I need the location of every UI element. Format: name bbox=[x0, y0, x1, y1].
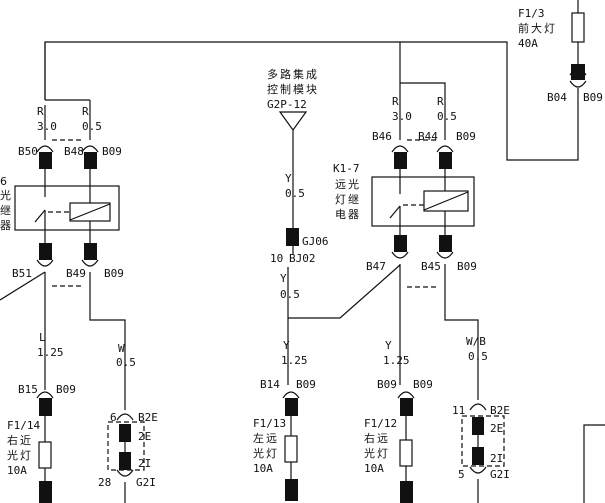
b2e1-inner2: 2I bbox=[138, 457, 151, 470]
wire-y2-color: Y bbox=[385, 339, 392, 352]
bcm-wire-gauge: 0.5 bbox=[285, 187, 305, 200]
fuse-f1-13: B14 B09 F1/13 左远 光灯 10A bbox=[253, 378, 316, 501]
fuse1-rating: 10A bbox=[7, 464, 27, 477]
conn-gj06: GJ06 bbox=[302, 235, 329, 248]
fuse2-name-1: 左远 bbox=[253, 432, 279, 445]
wire-y2-gauge: 1.25 bbox=[383, 354, 410, 367]
b2e1-inner1: 2E bbox=[138, 430, 151, 443]
b2e1-top-num: 6 bbox=[110, 411, 117, 424]
wire-left-r-gauge: 3.0 bbox=[37, 120, 57, 133]
b2e2-bottom: G2I bbox=[490, 468, 510, 481]
b2e2-top: B2E bbox=[490, 404, 510, 417]
pin-b49: B49 bbox=[66, 267, 86, 280]
wire-right-r-gauge: 3.0 bbox=[392, 110, 412, 123]
wire-y1-gauge: 1.25 bbox=[281, 354, 308, 367]
pin-b48: B48 bbox=[64, 145, 84, 158]
pin-b09: B09 bbox=[583, 91, 603, 104]
fuse2-rating: 10A bbox=[253, 462, 273, 475]
bcm-pin: G2P-12 bbox=[267, 98, 307, 111]
wire-l-color: L bbox=[39, 331, 46, 344]
bcm-wire2-gauge: 0.5 bbox=[280, 288, 300, 301]
relay-right-name-3: 电器 bbox=[335, 208, 361, 221]
pin-b09-right-bot: B09 bbox=[457, 260, 477, 273]
b2e2-inner1: 2E bbox=[490, 422, 503, 435]
relay-left-label-2: 光 bbox=[0, 188, 13, 202]
wire-right-r2-gauge: 0.5 bbox=[437, 110, 457, 123]
fuse-f1-14: B15 B09 F1/14 右近 光灯 10A bbox=[7, 335, 76, 503]
fuse2-name-2: 光灯 bbox=[253, 446, 279, 460]
fuse2-pin-b: B09 bbox=[296, 378, 316, 391]
wire-wb-color: W/B bbox=[466, 335, 486, 348]
fuse3-rating: 10A bbox=[364, 462, 384, 475]
connector-b2e-left: 6 B2E 2E 2I 28 G2I bbox=[98, 385, 158, 503]
edge-frame bbox=[583, 424, 605, 503]
pin-b09-left-bot: B09 bbox=[104, 267, 124, 280]
pin-b44: B44 bbox=[418, 130, 438, 143]
wire-left-r2-color: R bbox=[82, 105, 89, 118]
b2e2-bottom-num: 5 bbox=[458, 468, 465, 481]
relay-right: R 3.0 R 0.5 B46 B44 B09 K1-7 远光 灯继 电器 B4… bbox=[333, 42, 479, 400]
wire-left-r2-gauge: 0.5 bbox=[82, 120, 102, 133]
b2e2-top-num: 11 bbox=[452, 404, 465, 417]
bcm-line1: 多路集成 bbox=[267, 67, 319, 81]
fuse2-id: F1/13 bbox=[253, 417, 286, 430]
wire-w-gauge: 0.5 bbox=[116, 356, 136, 369]
relay-left-label-4: 器 bbox=[0, 219, 13, 232]
fuse3-name-2: 光灯 bbox=[364, 446, 390, 460]
relay-right-name-2: 灯继 bbox=[335, 193, 361, 206]
b2e1-top: B2E bbox=[138, 411, 158, 424]
relay-right-name-1: 远光 bbox=[335, 177, 361, 191]
bcm-line2: 控制模块 bbox=[267, 82, 319, 96]
lower-wire-labels: L 1.25 W 0.5 Y 1.25 Y 1.25 W/B 0.5 bbox=[37, 331, 488, 369]
fuse3-pin-a: B09 bbox=[377, 378, 397, 391]
wire-w-color: W bbox=[118, 342, 125, 355]
fuse3-name-1: 右远 bbox=[364, 431, 390, 445]
conn-10: 10 bbox=[270, 252, 283, 265]
bcm-wire2-color: Y bbox=[280, 272, 287, 285]
fuse1-pin-b: B09 bbox=[56, 383, 76, 396]
pin-b45: B45 bbox=[421, 260, 441, 273]
wire-wb-gauge: 0.5 bbox=[468, 350, 488, 363]
fuse1-name-1: 右近 bbox=[7, 433, 33, 447]
wire-l-gauge: 1.25 bbox=[37, 346, 64, 359]
relay-left-label-1: 6 bbox=[0, 175, 9, 188]
pin-b09-right-top: B09 bbox=[456, 130, 476, 143]
fuse1-id: F1/14 bbox=[7, 419, 40, 432]
fuse-headlamp-id: F1/3 bbox=[518, 7, 545, 20]
relay-left-label-3: 继 bbox=[0, 204, 13, 217]
connector-b2e-right: 11 B2E 2E 2I 5 G2I bbox=[452, 403, 510, 503]
relay-left: R 3.0 R 0.5 B50 B48 B09 6 光 继 器 B51 B49 … bbox=[0, 42, 126, 385]
fuse3-pin-b: B09 bbox=[413, 378, 433, 391]
b2e1-bottom-num: 28 bbox=[98, 476, 111, 489]
relay-right-id: K1-7 bbox=[333, 162, 360, 175]
fuse2-pin-a: B14 bbox=[260, 378, 280, 391]
fuse-headlamp-name: 前大灯 bbox=[518, 21, 557, 35]
wire-right-r-color: R bbox=[392, 95, 399, 108]
pin-b47: B47 bbox=[366, 260, 386, 273]
fuse3-id: F1/12 bbox=[364, 417, 397, 430]
fuse1-name-2: 光灯 bbox=[7, 448, 33, 462]
pin-b46: B46 bbox=[372, 130, 392, 143]
b2e2-inner2: 2I bbox=[490, 452, 503, 465]
fuse-f1-12: B09 B09 F1/12 右远 光灯 10A bbox=[364, 378, 433, 503]
pin-b51: B51 bbox=[12, 267, 32, 280]
conn-bj02: BJ02 bbox=[289, 252, 316, 265]
fuse-headlamp-rating: 40A bbox=[518, 37, 538, 50]
bcm-wire-color: Y bbox=[285, 172, 292, 185]
pin-b09-left-top: B09 bbox=[102, 145, 122, 158]
fuse1-pin-a: B15 bbox=[18, 383, 38, 396]
b2e1-bottom: G2I bbox=[136, 476, 156, 489]
bcm: 多路集成 控制模块 G2P-12 Y 0.5 GJ06 10 BJ02 Y 0.… bbox=[267, 67, 401, 385]
wire-left-r-color: R bbox=[37, 105, 44, 118]
wire-right-r2-color: R bbox=[437, 95, 444, 108]
pin-b50: B50 bbox=[18, 145, 38, 158]
wire-y1-color: Y bbox=[283, 339, 290, 352]
pin-b04: B04 bbox=[547, 91, 567, 104]
fuse-headlamp: F1/3 前大灯 40A B04 B09 bbox=[518, 7, 603, 104]
